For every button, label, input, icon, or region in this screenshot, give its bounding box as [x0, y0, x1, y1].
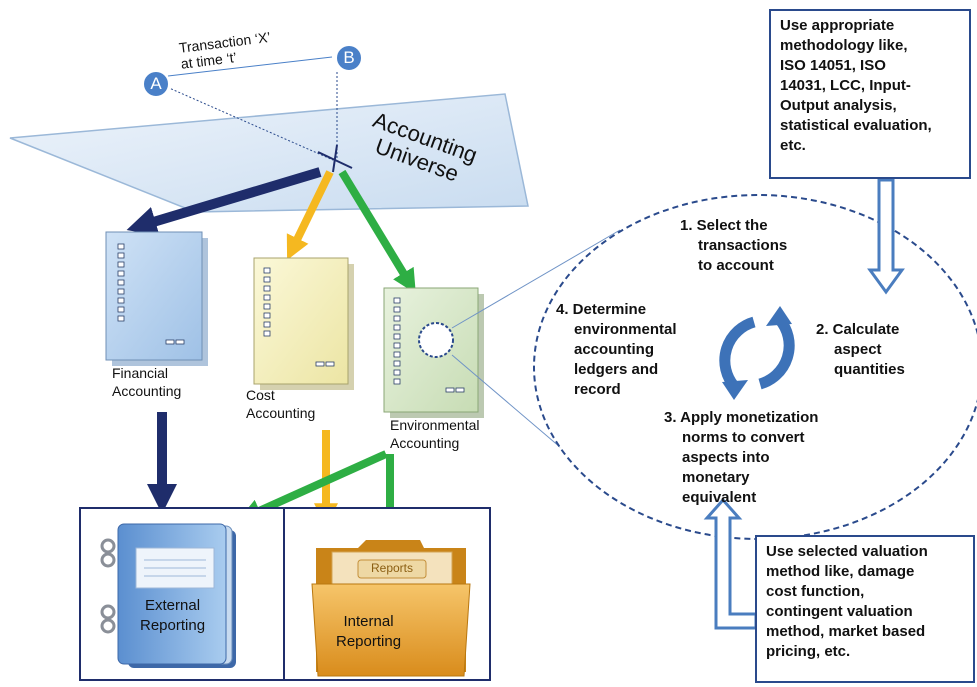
transaction-line	[167, 56, 333, 77]
external-reporting-label: External Reporting	[140, 596, 205, 636]
folder-tag-label: Reports	[370, 561, 414, 575]
arrow-to-environmental	[338, 169, 416, 294]
environmental-label-line1: Environmental	[390, 417, 480, 433]
step4-line: 4. Determine	[556, 301, 647, 318]
valuation-line: cost function,	[766, 583, 865, 600]
step4-line: record	[574, 381, 621, 398]
projection-line-a	[159, 83, 334, 161]
financial-accounting-label: Financial Accounting	[112, 364, 181, 400]
cost-label-line1: Cost	[246, 387, 275, 403]
environmental-label-line2: Accounting	[390, 435, 460, 451]
point-b	[335, 44, 363, 72]
cycle-step-2: 2. Calculate aspect quantities	[816, 320, 905, 380]
cost-document-icon	[253, 257, 354, 390]
step2-line: aspect	[834, 341, 882, 358]
step3-line: norms to convert	[682, 429, 805, 446]
internal-reporting-label: Internal Reporting	[336, 612, 401, 652]
methodology-line: Use appropriate	[780, 17, 895, 34]
arrow-to-financial	[126, 167, 322, 236]
methodology-line: methodology like,	[780, 37, 908, 54]
cost-label-line2: Accounting	[246, 405, 316, 421]
step1-line: to account	[698, 257, 774, 274]
arrow-environmental-to-external	[237, 450, 388, 522]
step3-line: equivalent	[682, 489, 757, 506]
methodology-box-text: Use appropriate methodology like, ISO 14…	[780, 16, 966, 156]
environmental-document-icon	[383, 287, 484, 418]
methodology-line: statistical evaluation,	[780, 117, 932, 134]
cycle-arrow-left-head	[722, 380, 748, 400]
methodology-line: etc.	[780, 137, 806, 154]
external-label-line2: Reporting	[140, 617, 206, 634]
point-a-label: A	[150, 74, 162, 93]
methodology-line: 14031, LCC, Input-	[780, 77, 911, 94]
financial-label-line1: Financial	[112, 365, 169, 381]
cost-accounting-label: Cost Accounting	[246, 386, 315, 422]
step3-line: monetary	[682, 469, 750, 486]
step4-line: accounting	[574, 341, 655, 358]
valuation-arrow	[703, 497, 758, 630]
valuation-line: Use selected valuation	[766, 543, 928, 560]
step3-line: aspects into	[682, 449, 770, 466]
step1-line: transactions	[698, 237, 788, 254]
step4-line: environmental	[574, 321, 677, 338]
valuation-box	[755, 535, 975, 683]
point-b-label: B	[343, 48, 355, 67]
financial-label-line2: Accounting	[112, 383, 182, 399]
cycle-step-3: 3. Apply monetization norms to convert a…	[664, 408, 818, 508]
methodology-arrow	[867, 178, 905, 295]
methodology-line: Output analysis,	[780, 97, 897, 114]
internal-label-line1: Internal	[343, 613, 394, 630]
valuation-line: method like, damage	[766, 563, 915, 580]
step2-line: 2. Calculate	[816, 321, 900, 338]
zoom-line-top	[451, 229, 621, 329]
valuation-line: contingent valuation	[766, 603, 913, 620]
financial-document-icon	[105, 231, 208, 366]
valuation-line: method, market based	[766, 623, 926, 640]
valuation-line: pricing, etc.	[766, 643, 851, 660]
arrow-to-cost	[286, 170, 334, 261]
cycle-step-4: 4. Determine environmental accounting le…	[556, 300, 677, 400]
step3-line: 3. Apply monetization	[664, 409, 819, 426]
cycle-step-1: 1. Select the transactions to account	[680, 216, 787, 276]
external-label-line1: External	[145, 597, 201, 614]
step1-line: 1. Select the	[680, 217, 768, 234]
cycle-arrow-left-icon	[719, 316, 756, 390]
accounting-universe-plane	[9, 93, 529, 213]
valuation-box-text: Use selected valuation method like, dama…	[766, 542, 972, 662]
folder-icon	[311, 540, 471, 677]
cycle-arrow-right-icon	[758, 316, 795, 390]
point-a	[142, 70, 170, 98]
cycle-arrow-right-head	[766, 306, 792, 326]
binder-icon	[100, 523, 236, 668]
methodology-line: ISO 14051, ISO	[780, 57, 886, 74]
environmental-focus-circle	[418, 322, 454, 358]
environmental-accounting-label: Environmental Accounting	[390, 416, 480, 452]
methodology-box	[769, 9, 971, 179]
step2-line: quantities	[834, 361, 905, 378]
cross-mark-stroke-2	[332, 144, 338, 173]
internal-label-line2: Reporting	[336, 633, 402, 650]
step4-line: ledgers and	[574, 361, 659, 378]
